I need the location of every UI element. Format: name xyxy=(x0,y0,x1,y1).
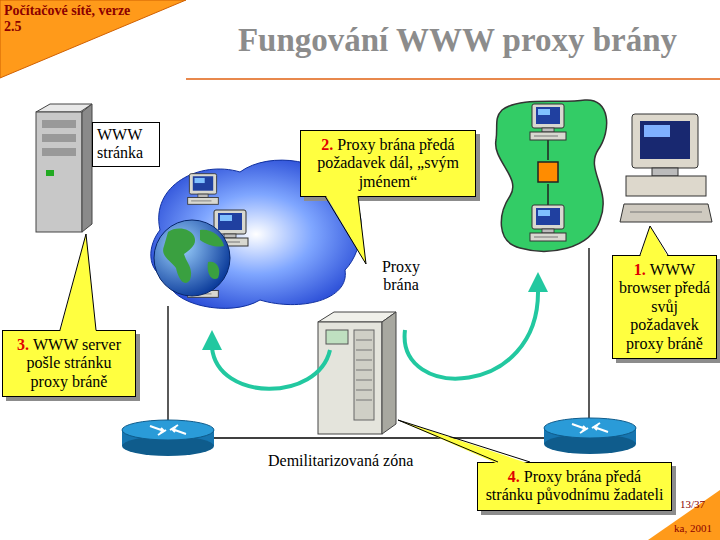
page-note: WWW stránka xyxy=(92,122,160,167)
web-server xyxy=(42,120,76,128)
title-rule xyxy=(186,79,720,80)
step-callout: 2.Proxy brána předá požadavek dál, „svým… xyxy=(300,130,476,197)
callout-tail-outline xyxy=(325,196,366,264)
callout-number: 4. xyxy=(508,468,520,485)
proxy-server xyxy=(382,312,396,434)
proxy-server xyxy=(356,340,372,400)
client-pc xyxy=(632,114,698,168)
callout-number: 2. xyxy=(321,136,333,153)
web-server xyxy=(82,104,92,232)
client-pc xyxy=(626,176,706,196)
lan-area xyxy=(496,100,607,251)
callout-tail xyxy=(60,234,96,332)
globe xyxy=(208,262,220,279)
callout-tail-outline xyxy=(640,226,668,255)
callout-tail-outline xyxy=(398,420,530,462)
globe xyxy=(154,220,230,296)
web-server xyxy=(42,134,76,142)
node-text: Počítačové sítě, verze 2.5 xyxy=(4,3,130,34)
client-pc xyxy=(630,212,702,213)
flow-arrows xyxy=(212,348,330,389)
device-label: Proxy brána xyxy=(372,258,430,295)
callout-number: 3. xyxy=(17,336,29,353)
callout-tail-fill xyxy=(640,226,668,257)
step-callout: 1.WWW browser předá svůj požadavek proxy… xyxy=(612,255,717,359)
client-pc xyxy=(620,204,712,222)
proxy-server xyxy=(318,312,396,434)
callout-tail-fill xyxy=(325,194,366,264)
node-text: Proxy brána předá požadavek dál, „svým j… xyxy=(317,136,459,190)
proxy-server xyxy=(318,322,382,434)
flow-arrows xyxy=(202,272,548,389)
network-lines xyxy=(167,306,168,422)
callout-tail xyxy=(640,226,668,257)
corner-band xyxy=(0,0,186,78)
slide-title: Fungování WWW proxy brány xyxy=(200,22,715,59)
flow-arrows xyxy=(405,290,538,379)
node-text: WWW stránka xyxy=(97,126,143,161)
slide-series-tag: Počítačové sítě, verze 2.5 xyxy=(4,3,136,35)
step-callout: 3.WWW server pošle stránku proxy bráně xyxy=(2,330,136,397)
callout-tail-fill xyxy=(60,234,96,332)
flow-arrows xyxy=(202,330,222,350)
globe xyxy=(163,229,195,283)
callout-tail xyxy=(325,194,366,264)
proxy-server xyxy=(354,330,374,420)
node-text: WWW server pošle stránku proxy bráně xyxy=(27,336,121,390)
lan-area xyxy=(538,162,558,182)
flow-arrows xyxy=(528,272,548,292)
callout-number: 1. xyxy=(634,261,646,278)
client-pc xyxy=(620,114,712,222)
web-server xyxy=(42,148,76,156)
client-pc xyxy=(652,168,678,176)
zone-label: Demilitarizovaná zóna xyxy=(268,452,468,470)
client-pc xyxy=(644,125,670,137)
author-note: ka, 2001 xyxy=(674,522,720,535)
step-callout: 4.Proxy brána předá stránku původnímu ža… xyxy=(477,462,672,511)
globe xyxy=(200,230,224,247)
callout-tail xyxy=(398,420,530,464)
lan-area xyxy=(530,104,566,140)
network-lines xyxy=(588,248,589,420)
title-rule xyxy=(186,78,720,80)
globe xyxy=(154,220,230,296)
lan-area xyxy=(496,100,607,251)
web-server xyxy=(36,104,92,232)
network-lines xyxy=(168,248,589,438)
proxy-server xyxy=(326,330,348,344)
routers xyxy=(544,418,636,454)
corner-band xyxy=(0,0,186,78)
lan-area xyxy=(530,205,566,241)
client-pc xyxy=(640,121,690,159)
internet-cloud xyxy=(188,174,219,205)
callout-tail-outline xyxy=(60,234,96,330)
page-number: 13/37 xyxy=(680,498,718,511)
routers xyxy=(122,420,214,456)
web-server xyxy=(46,170,54,176)
network-lines xyxy=(212,437,545,438)
callout-tail-fill xyxy=(398,420,530,464)
web-server xyxy=(36,112,82,232)
node-text: WWW browser předá svůj požadavek proxy b… xyxy=(619,261,710,352)
